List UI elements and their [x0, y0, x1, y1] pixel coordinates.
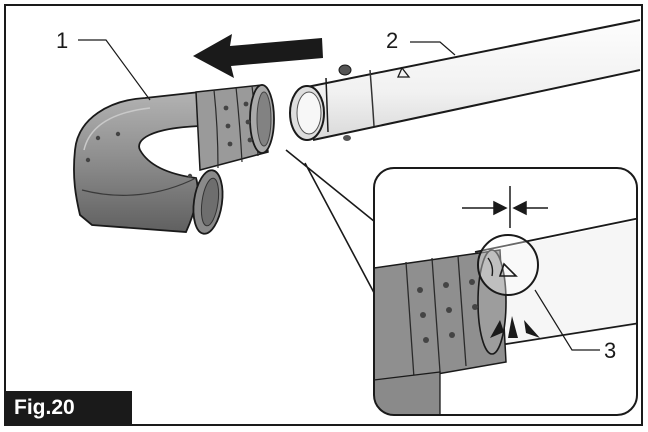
leader-line-1	[78, 39, 151, 101]
callout-2: 2	[386, 28, 398, 53]
insert-arrow-icon	[490, 316, 540, 338]
inset-alignment-mark	[498, 262, 518, 277]
dimension-arrows-icon	[462, 186, 548, 228]
callout-3: 3	[604, 338, 616, 363]
callout-1: 1	[56, 28, 68, 53]
zoom-wedge	[285, 149, 381, 305]
figure-label: Fig.20	[5, 391, 132, 425]
pipe-alignment-mark	[396, 66, 411, 78]
arrow-left-icon	[193, 34, 323, 78]
detail-inset	[373, 167, 638, 416]
alignment-magnifier	[477, 234, 539, 296]
pipe-locking-knob	[338, 64, 352, 76]
pipe-part-2	[289, 19, 641, 141]
leader-line-2	[410, 41, 456, 56]
bend-nozzle-part-1	[73, 84, 275, 235]
figure-frame	[4, 4, 643, 426]
leader-line-3	[534, 289, 600, 351]
